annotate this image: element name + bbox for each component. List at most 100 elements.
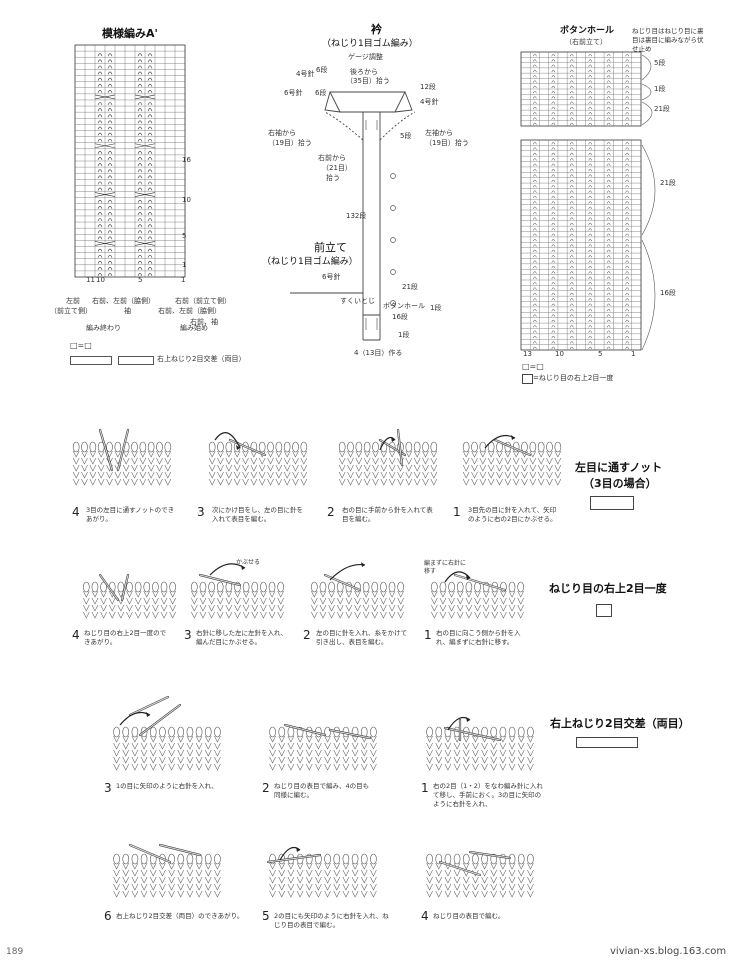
band-subtitle: （ねじり1目ゴム編み） <box>262 257 358 267</box>
collar-l-6needle: 6号針 <box>284 89 303 97</box>
chart-a-col-11: 11 <box>86 276 95 284</box>
twist2-step-3-num: 3 <box>184 628 192 642</box>
collar-front-from: 右前から <box>318 154 346 162</box>
band-slip: すくいとじ <box>340 297 375 305</box>
collar-subtitle: （ねじり1目ゴム編み） <box>322 39 418 49</box>
cross-step-1-text: 右の2目（1・2）をなわ編み針に入れて移し、手前におく。3の目に矢印のように右針… <box>433 782 543 808</box>
collar-l-sleeve: 右袖から <box>268 129 296 137</box>
chart-a-note-left-4: 袖 <box>124 307 131 315</box>
cross-step-6-num: 6 <box>104 909 112 923</box>
chart-a-col-1: 1 <box>181 276 186 284</box>
chart-a-row-5: 5 <box>182 232 187 240</box>
twist2-step-1-text: 右の目に向こう側から針を入れ、編まずに右針に移す。 <box>436 629 521 646</box>
collar-front-pick2: 拾う <box>326 174 340 182</box>
cross-step-1-num: 1 <box>421 781 429 795</box>
cross-step-4-text: ねじり目の表目で編む。 <box>433 912 505 920</box>
twist2-symbol-icon <box>596 604 612 617</box>
twist2-step-1-num: 1 <box>424 628 432 642</box>
chart-a-row-1: 1 <box>182 261 187 269</box>
buttonhole-note: ねじり目はねじり目に裏目は裏目に編みながら伏せ止め <box>632 27 704 53</box>
band-cast: 4（13目）作る <box>354 349 403 357</box>
band-1b: 1段 <box>398 331 410 339</box>
chart-a-note-left-3: 右前、左前（脇側） <box>92 297 155 305</box>
knot-step-1-num: 1 <box>453 505 461 519</box>
chart-a-note-right-3: 右前、袖 <box>190 318 218 326</box>
collar-gauge: ゲージ調整 <box>348 53 383 61</box>
collar-l-sleeve-pick: （19目）拾う <box>268 139 312 147</box>
collar-r-5rows: 5段 <box>400 132 412 140</box>
band-1: 1段 <box>430 304 442 312</box>
twist2-step-2-text: 左の目に針を入れ、糸をかけて引き出し、表目を編む。 <box>316 629 408 646</box>
cross-step-2-text: ねじり目の表目で編み、4の目も同様に編む。 <box>274 782 370 799</box>
twist2-step-2-num: 2 <box>303 628 311 642</box>
collar-l-6rows2: 6段 <box>315 89 327 97</box>
knot-subtitle: （3目の場合） <box>583 477 657 490</box>
twist2-label-noknit: 編まずに右針に移す <box>424 560 467 576</box>
buttonhole-r3: 21段 <box>654 105 670 113</box>
band-title: 前立て <box>314 241 347 254</box>
collar-back: 後ろから <box>350 68 378 76</box>
chart-a-note-left-2: （前立て側） <box>50 307 92 315</box>
collar-front-pick: （21目） <box>322 164 352 172</box>
buttonhole-title: ボタンホール <box>560 26 615 36</box>
chart-a-note-right-1: 右前（前立て側） <box>175 297 231 305</box>
chart-a-title: 模様編みA' <box>102 27 158 40</box>
band-21: 21段 <box>402 283 418 291</box>
knot-step-2-text: 右の目に手前から針を入れて表目を編む。 <box>342 506 433 523</box>
page-number: 189 <box>6 947 24 957</box>
knot-symbol-icon <box>590 496 634 510</box>
cross-step-5-num: 5 <box>262 909 270 923</box>
collar-num-132: 132段 <box>346 212 367 220</box>
buttonhole-subtitle: （右前立て） <box>565 38 607 46</box>
buttonhole-r4: 21段 <box>660 179 676 187</box>
knot-title: 左目に通すノット <box>575 461 663 474</box>
cross-step-4-num: 4 <box>421 909 429 923</box>
band-needle: 6号針 <box>322 273 341 281</box>
cross-step-5-text: 2の目にも矢印のように右針を入れ、ねじり目の表目で編む。 <box>274 912 389 929</box>
knot-step-1-text: 3目先の目に針を入れて、矢印のように右の2目にかぶせる。 <box>468 506 557 523</box>
cross-step-2-num: 2 <box>262 781 270 795</box>
collar-back-pick: （35目）拾う <box>346 77 390 85</box>
cross-title-symbol-icon <box>576 737 638 748</box>
twist2-step-4-num: 4 <box>72 628 80 642</box>
buttonhole-legend-1: □=□ <box>522 362 544 371</box>
knot-step-3-text: 次にかけ目をし、左の目に針を入れて表目を編む。 <box>212 506 303 523</box>
cross-title: 右上ねじり2目交差（両目） <box>550 717 690 730</box>
chart-a-row-10: 10 <box>182 196 191 204</box>
chart-a-legend-1: □=□ <box>70 341 92 350</box>
collar-l-4rows: 4号針 <box>296 70 315 78</box>
band-16: 16段 <box>392 313 408 321</box>
chart-a-note-left-1: 左前 <box>66 297 80 305</box>
band-buttonhole: ボタンホール <box>383 302 425 310</box>
buttonhole-legend-2: =ねじり目の右上2目一度 <box>533 374 614 382</box>
site-watermark: vivian-xs.blog.163.com <box>610 946 727 957</box>
chart-a-legend-2: 右上ねじり2目交差（両目） <box>157 355 246 363</box>
buttonhole-col-13: 13 <box>523 350 532 358</box>
buttonhole-r1: 5段 <box>654 59 666 67</box>
twist2-title: ねじり目の右上2目一度 <box>549 582 667 595</box>
collar-r-sleeve: 左袖から <box>425 129 453 137</box>
chart-a-start-label: 編み始め <box>180 324 208 332</box>
cross-symbol-icon <box>70 356 112 365</box>
cross-step-3-num: 3 <box>104 781 112 795</box>
knot-step-2-num: 2 <box>327 505 335 519</box>
collar-l-6rows: 6段 <box>316 66 328 74</box>
cross-symbol-icon-2 <box>118 356 154 365</box>
twist-dec-symbol-icon <box>522 374 533 384</box>
chart-a-row-16: 16 <box>182 156 191 164</box>
twist2-step-4-text: ねじり目の右上2目一度のできあがり。 <box>84 629 167 646</box>
collar-title: 衿 <box>371 23 382 36</box>
chart-a-end-label: 編み終わり <box>86 324 121 332</box>
buttonhole-col-5: 5 <box>598 350 603 358</box>
knot-step-3-num: 3 <box>197 505 205 519</box>
buttonhole-r2: 1段 <box>654 85 666 93</box>
collar-r-12rows: 12段 <box>420 83 436 91</box>
buttonhole-col-1: 1 <box>631 350 636 358</box>
twist2-step-3-text: 右針に移した左に左針を入れ、編んだ目にかぶせる。 <box>196 629 288 646</box>
buttonhole-col-10: 10 <box>555 350 564 358</box>
knot-step-4-text: 3目の左目に通すノットのできあがり。 <box>86 506 175 523</box>
twist2-label-cover: かぶせる <box>236 559 261 566</box>
